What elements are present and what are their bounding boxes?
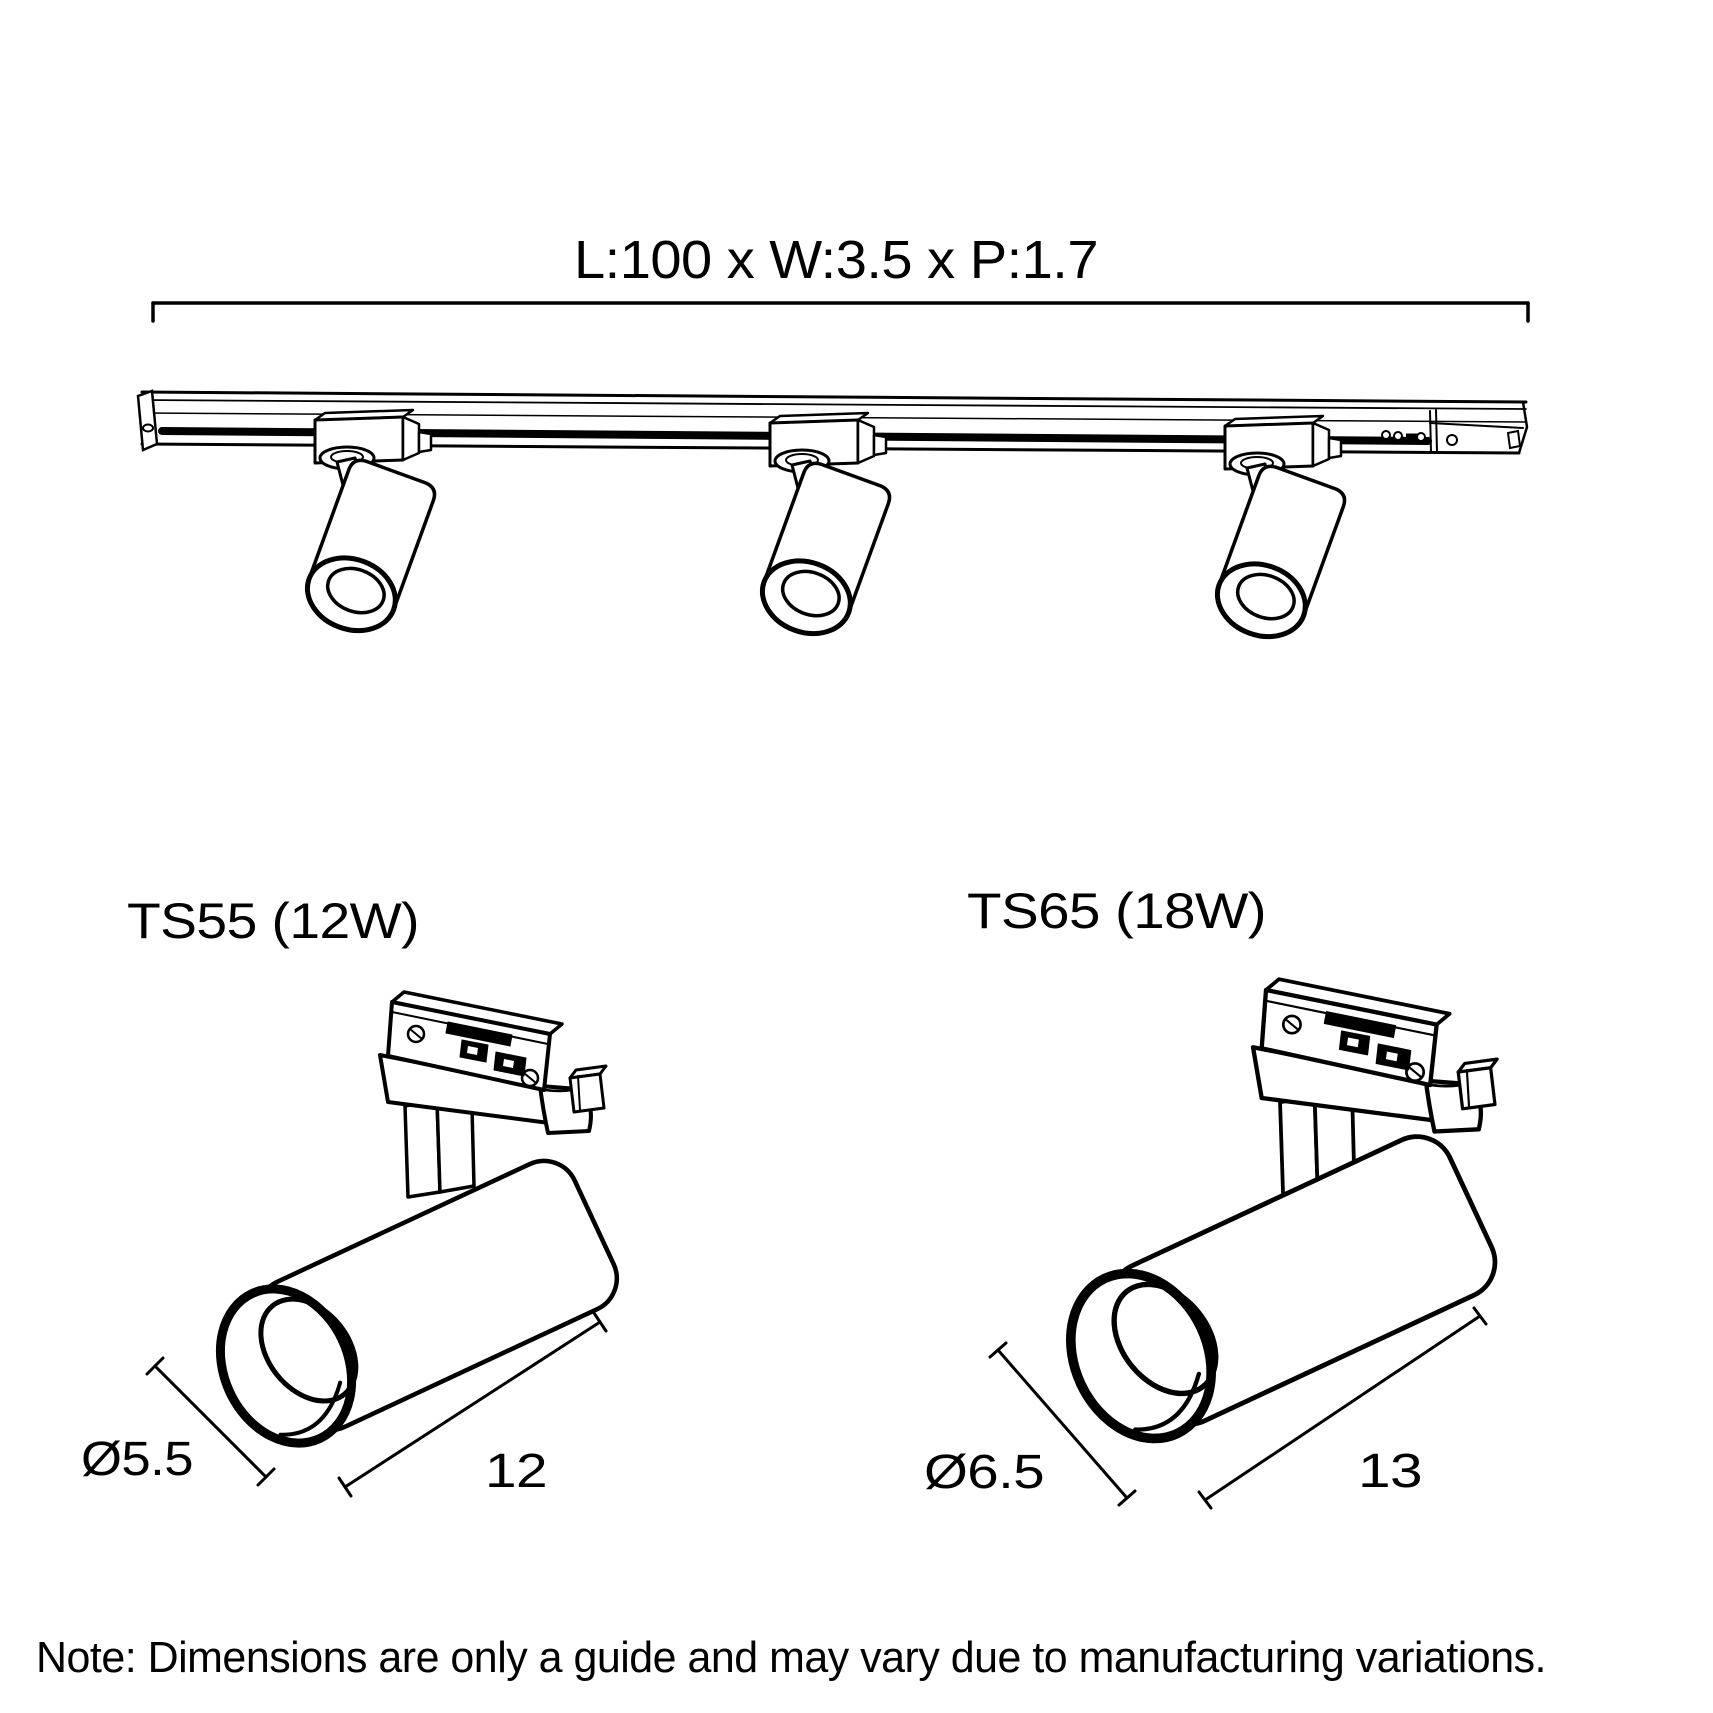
dim-line <box>996 1348 1129 1500</box>
dim-tick <box>592 1311 608 1333</box>
length-dimension-label: L:100 x W:3.5 x P:1.7 <box>574 230 1098 290</box>
rail-left-end-cap <box>136 389 159 452</box>
rail-end-notch <box>1506 429 1522 450</box>
rail-connector-dot-3 <box>1416 432 1426 442</box>
ts55-head <box>378 990 608 1199</box>
ts65-length-line <box>1197 1306 1488 1510</box>
dim-line <box>1203 1314 1482 1502</box>
dim-line <box>343 1320 602 1489</box>
product-ts55-label: TS55 (12W) <box>127 893 419 949</box>
ts55-diameter-line <box>145 1356 276 1487</box>
rail-end-divider-2 <box>1435 409 1438 453</box>
ts65-length-label: 13 <box>1358 1445 1422 1498</box>
track-spotlight-1 <box>297 410 438 643</box>
dim-line <box>153 1364 268 1479</box>
note-text: Note: Dimensions are only a guide and ma… <box>36 1633 1546 1682</box>
rail-right-end-face <box>1517 400 1529 455</box>
dimension-bracket <box>151 301 1530 323</box>
rail-end-divider-1 <box>1429 410 1432 453</box>
ts55-length-label: 12 <box>485 1445 547 1498</box>
product-ts65-label: TS65 (18W) <box>967 883 1266 939</box>
ts55-diameter-label: Ø5.5 <box>81 1433 193 1486</box>
rail-connector-dot-1 <box>1381 430 1391 440</box>
rail-connector-dot-2 <box>1393 431 1403 441</box>
rail-top-face-edge <box>141 399 1527 410</box>
ts65-diameter-label: Ø6.5 <box>924 1446 1044 1499</box>
ts65-cylinder <box>1045 1125 1507 1462</box>
track-spotlight-2 <box>752 413 893 646</box>
dim-tick <box>1197 1490 1213 1510</box>
dim-tick <box>1117 1489 1137 1507</box>
rail-left-end-hole <box>142 423 154 433</box>
dim-tick <box>145 1356 165 1376</box>
ts65-drawing: TS65 (18W) Ø6.5 13 <box>924 883 1507 1510</box>
ts55-length-line <box>337 1311 608 1498</box>
ts65-diameter-line <box>988 1341 1137 1507</box>
dim-tick <box>1472 1306 1488 1326</box>
rail-end-screw <box>1446 434 1458 446</box>
rail-top-edge <box>140 390 1528 404</box>
rail-end-cap-top <box>1429 422 1524 429</box>
dim-tick <box>256 1467 276 1487</box>
dim-tick <box>988 1341 1008 1359</box>
track-spotlight-3 <box>1207 416 1348 649</box>
ts55-drawing: TS55 (12W) Ø5.5 12 <box>81 893 628 1498</box>
dim-tick <box>337 1476 353 1498</box>
rail-connector-dash <box>1406 433 1418 439</box>
